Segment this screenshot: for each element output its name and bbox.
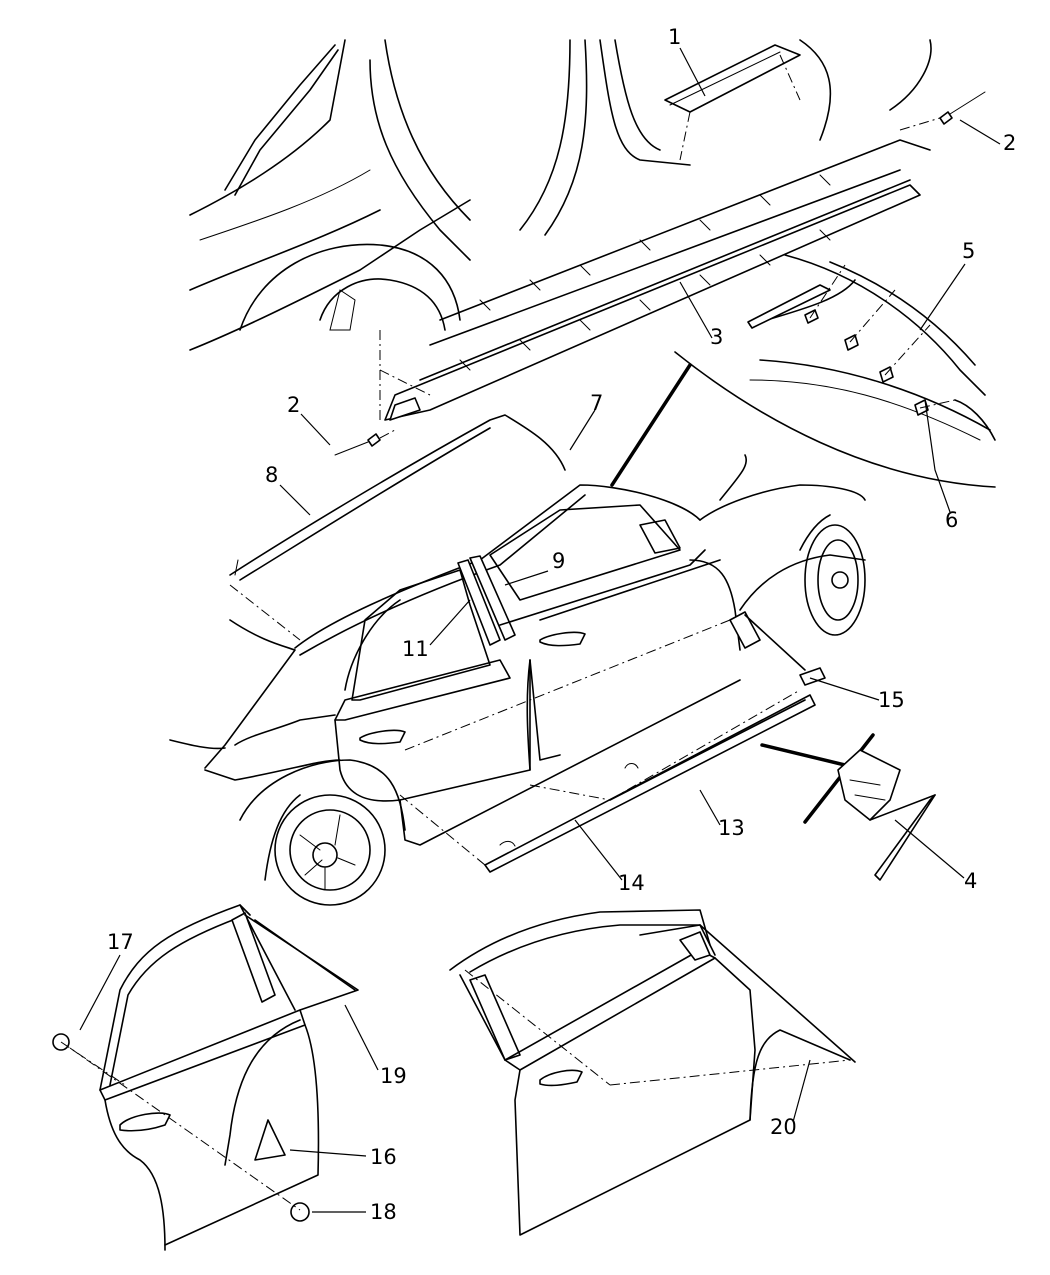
callout-2-right: 2 — [1003, 131, 1016, 155]
sedan-side-illustration — [169, 414, 866, 906]
callout-13: 13 — [718, 816, 745, 840]
callout-2-left: 2 — [287, 393, 300, 417]
callout-19: 19 — [380, 1064, 407, 1088]
callout-11: 11 — [402, 637, 429, 661]
callout-20: 20 — [770, 1115, 797, 1139]
callout-labels: 1 2 2 3 4 5 6 7 8 9 11 13 14 15 16 17 18… — [107, 25, 1016, 1224]
callout-3: 3 — [710, 325, 723, 349]
leader-lines — [79, 47, 1001, 1213]
callout-18: 18 — [370, 1200, 397, 1224]
body-side-sill-illustration — [189, 39, 986, 456]
callout-16: 16 — [370, 1145, 397, 1169]
callout-15: 15 — [878, 688, 905, 712]
roof-molding-detail — [610, 254, 996, 488]
callout-8: 8 — [265, 463, 278, 487]
callout-7: 7 — [590, 391, 603, 415]
callout-1: 1 — [668, 25, 681, 49]
callout-17: 17 — [107, 930, 134, 954]
callout-6: 6 — [945, 508, 958, 532]
front-door-illustration — [449, 909, 856, 1236]
rear-door-illustration — [52, 904, 359, 1251]
callout-9: 9 — [552, 549, 565, 573]
clip-detail — [760, 733, 936, 881]
callout-14: 14 — [618, 871, 645, 895]
callout-4: 4 — [964, 869, 977, 893]
callout-5: 5 — [962, 239, 975, 263]
